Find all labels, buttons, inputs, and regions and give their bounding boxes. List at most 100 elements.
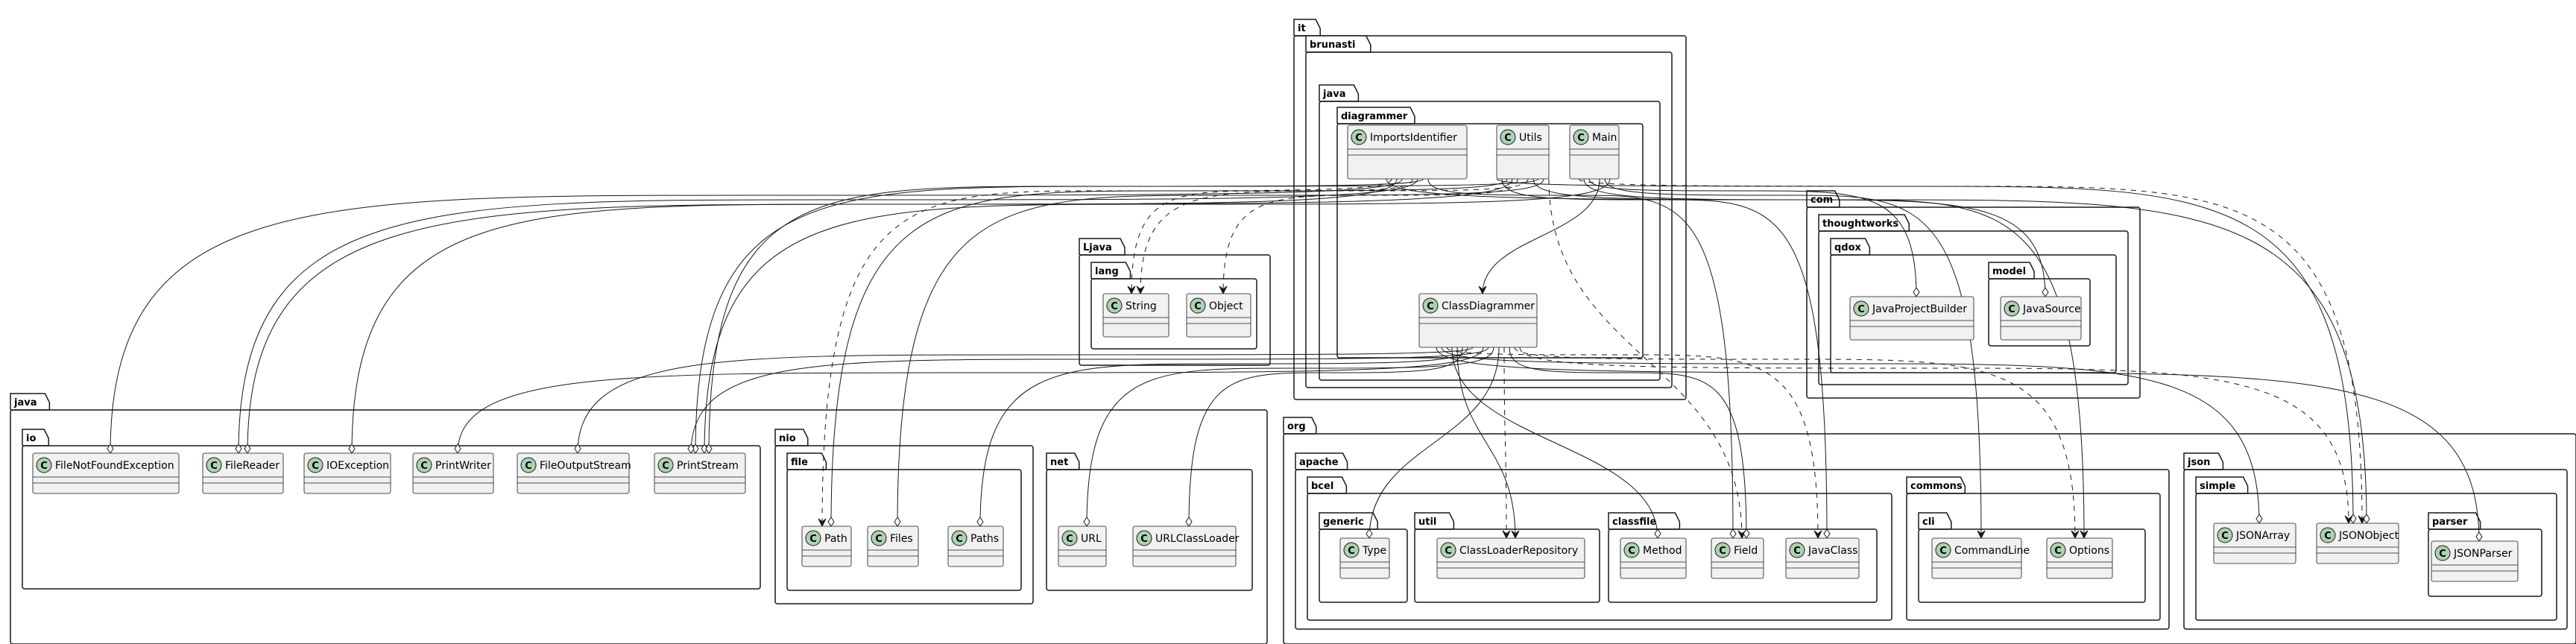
relation-ImportsIdentifier-PrintStream — [705, 178, 1424, 454]
class-icon-glyph: C — [1628, 546, 1635, 557]
relation-ImportsIdentifier-FileNotFoundException — [107, 178, 1403, 454]
class-icon — [36, 457, 52, 473]
relation-ClassDiagrammer-ClassLoaderRepository — [1502, 347, 1511, 540]
class-Options[interactable]: C Options — [2046, 537, 2113, 579]
class-icon-glyph: C — [1140, 534, 1148, 545]
class-icon — [1061, 530, 1078, 546]
package-label: parser — [2432, 517, 2468, 528]
class-FileNotFoundException[interactable]: C FileNotFoundException — [32, 452, 180, 494]
class-name: Options — [2069, 545, 2109, 557]
class-name: String — [1126, 300, 1157, 312]
relation-ClassDiagrammer-JSONArray — [1441, 347, 2263, 524]
package-label: simple — [2200, 481, 2236, 492]
class-String[interactable]: C String — [1102, 293, 1169, 338]
class-icon-glyph: C — [1111, 301, 1118, 312]
class-icon-glyph: C — [1348, 546, 1355, 557]
relation-ClassDiagrammer-Type — [1366, 347, 1500, 539]
relation-ImportsIdentifier-IOException — [348, 178, 1398, 454]
class-name: FileReader — [225, 460, 280, 472]
class-icon — [520, 457, 537, 473]
class-name: Field — [1734, 545, 1758, 557]
relation-ClassDiagrammer-Paths — [976, 347, 1468, 527]
relation-Main-ClassDiagrammer — [1478, 178, 1600, 295]
class-Main[interactable]: C Main — [1569, 124, 1620, 180]
class-icon — [871, 530, 887, 546]
class-name: JSONObject — [2338, 530, 2399, 542]
class-JSONObject[interactable]: C JSONObject — [2316, 523, 2399, 564]
class-URLClassLoader[interactable]: C URLClassLoader — [1132, 525, 1240, 567]
class-icon — [416, 457, 432, 473]
class-icon — [2320, 527, 2336, 543]
class-name: JavaProjectBuilder — [1872, 303, 1967, 315]
class-icon-glyph: C — [1719, 546, 1726, 557]
package-label: json — [2187, 457, 2210, 468]
class-icon-glyph: C — [1577, 133, 1585, 144]
class-icon-glyph: C — [1793, 546, 1801, 557]
class-icon — [2434, 545, 2451, 561]
class-name: Paths — [970, 533, 999, 545]
relation-ClassDiagrammer-JSONObject — [1519, 347, 2353, 525]
class-name: URL — [1081, 533, 1102, 545]
class-name: PrintWriter — [435, 460, 491, 472]
relation-ClassDiagrammer-Method — [1451, 347, 1661, 539]
class-icon — [2050, 542, 2066, 558]
class-CommandLine[interactable]: C CommandLine — [1931, 537, 2030, 579]
class-icon-glyph: C — [2324, 531, 2332, 542]
class-icon — [206, 457, 222, 473]
class-name: Path — [824, 533, 847, 545]
package-label: commons — [1910, 481, 1963, 492]
package-label: brunasti — [1310, 40, 1355, 51]
relation-ClassDiagrammer-FileOutputStream — [574, 347, 1474, 454]
class-icon-glyph: C — [40, 461, 48, 472]
relation-ClassDiagrammer-JavaClass — [1446, 347, 1822, 540]
class-icon — [1935, 542, 1951, 558]
class-icon-glyph: C — [662, 461, 669, 472]
class-icon — [657, 457, 674, 473]
relation-ImportsIdentifier-FileReader — [235, 178, 1418, 454]
relation-Utils-Path — [827, 178, 1508, 527]
relation-ClassDiagrammer-URLClassLoader — [1185, 347, 1463, 527]
class-name: Object — [1209, 300, 1243, 312]
relation-ClassDiagrammer-Field — [1509, 347, 1750, 539]
package-label: util — [1418, 517, 1436, 528]
class-icon-glyph: C — [2054, 546, 2062, 557]
package-label: file — [791, 457, 808, 468]
class-icon-glyph: C — [1939, 546, 1947, 557]
package-net: net — [1046, 452, 1253, 591]
relation-Utils-Files — [894, 178, 1544, 527]
class-name: CommandLine — [1954, 545, 2030, 557]
class-icon — [805, 530, 821, 546]
class-name: FileNotFoundException — [55, 460, 174, 472]
class-name: URLClassLoader — [1155, 533, 1240, 545]
class-icon — [1343, 542, 1360, 558]
class-name: ClassDiagrammer — [1442, 300, 1535, 312]
class-name: Main — [1592, 132, 1617, 144]
class-icon — [1351, 129, 1367, 145]
package-label: diagrammer — [1341, 111, 1408, 122]
class-Field[interactable]: C Field — [1711, 537, 1764, 579]
class-name: Utils — [1519, 132, 1542, 144]
relation-Utils-JavaClass — [1501, 178, 1831, 539]
